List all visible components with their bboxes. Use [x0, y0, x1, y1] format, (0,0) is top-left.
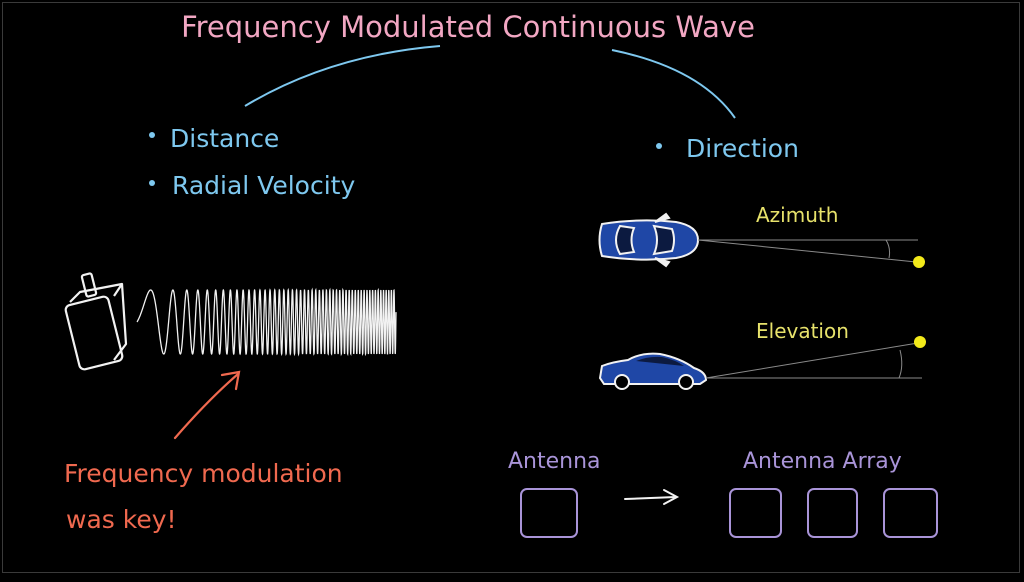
- bullet-direction: Direction: [686, 134, 799, 163]
- arrow-right-icon: [624, 489, 680, 505]
- connector-curve-right: [611, 49, 736, 119]
- elevation-label: Elevation: [756, 319, 849, 343]
- array-antenna-box-2: [807, 488, 858, 538]
- antenna-array-label: Antenna Array: [743, 449, 902, 474]
- car-top-view-icon: [598, 212, 700, 268]
- bullet-distance: Distance: [170, 124, 279, 153]
- elevation-target-line: [705, 342, 919, 379]
- bullet-dot-radial-velocity: [149, 180, 155, 186]
- radar-device-icon: [64, 272, 128, 371]
- bullet-dot-direction: [656, 143, 662, 149]
- array-antenna-box-3: [883, 488, 938, 538]
- azimuth-angle-arc: [885, 239, 891, 259]
- chirp-waveform: [136, 287, 397, 357]
- connector-curve-left: [244, 45, 441, 107]
- antenna-label: Antenna: [508, 449, 601, 474]
- page-title: Frequency Modulated Continuous Wave: [181, 10, 755, 44]
- car-side-view-icon: [598, 352, 708, 390]
- elevation-target-dot: [914, 336, 926, 348]
- elevation-angle-arc: [898, 349, 903, 379]
- callout-line-2: was key!: [66, 505, 177, 534]
- bullet-radial-velocity: Radial Velocity: [172, 171, 355, 200]
- azimuth-target-dot: [913, 256, 925, 268]
- azimuth-target-line: [697, 239, 917, 263]
- azimuth-label: Azimuth: [756, 203, 838, 227]
- bullet-dot-distance: [149, 132, 155, 138]
- single-antenna-box: [520, 488, 578, 538]
- callout-arrow: [173, 370, 241, 440]
- callout-line-1: Frequency modulation: [64, 459, 343, 488]
- array-antenna-box-1: [729, 488, 782, 538]
